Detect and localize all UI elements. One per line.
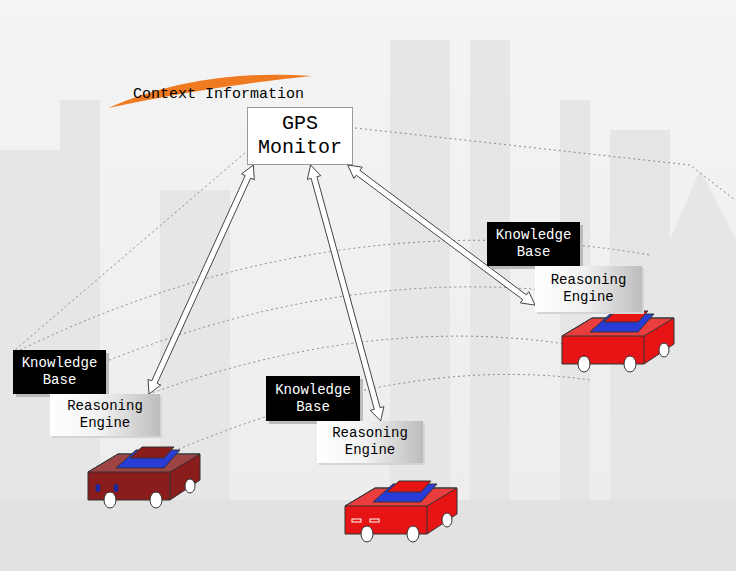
car-left [88,447,200,508]
context-label: Context Information [133,86,304,103]
double-arrow [148,165,254,394]
reasoning-engine-box: Reasoning Engine [317,421,423,463]
context-swoosh [108,75,312,108]
city-silhouette [0,40,736,500]
node-text: Knowledge Base [18,355,101,389]
node-text: Reasoning Engine [55,398,155,432]
node-text: Knowledge Base [271,382,355,416]
node-text: Reasoning Engine [322,425,418,459]
node-text: Knowledge Base [492,227,575,261]
car-middle [345,481,457,542]
knowledge-base-box: Knowledge Base [13,350,106,394]
car-right [562,311,674,372]
knowledge-base-box: Knowledge Base [266,376,360,421]
knowledge-base-box: Knowledge Base [487,222,580,266]
reasoning-engine-box: Reasoning Engine [535,266,642,312]
node-text: GPS Monitor [254,112,346,160]
gps-monitor-box: GPS Monitor [247,107,353,165]
signal-arcs [15,128,735,480]
node-text: Reasoning Engine [540,272,637,306]
reasoning-engine-box: Reasoning Engine [50,394,160,436]
